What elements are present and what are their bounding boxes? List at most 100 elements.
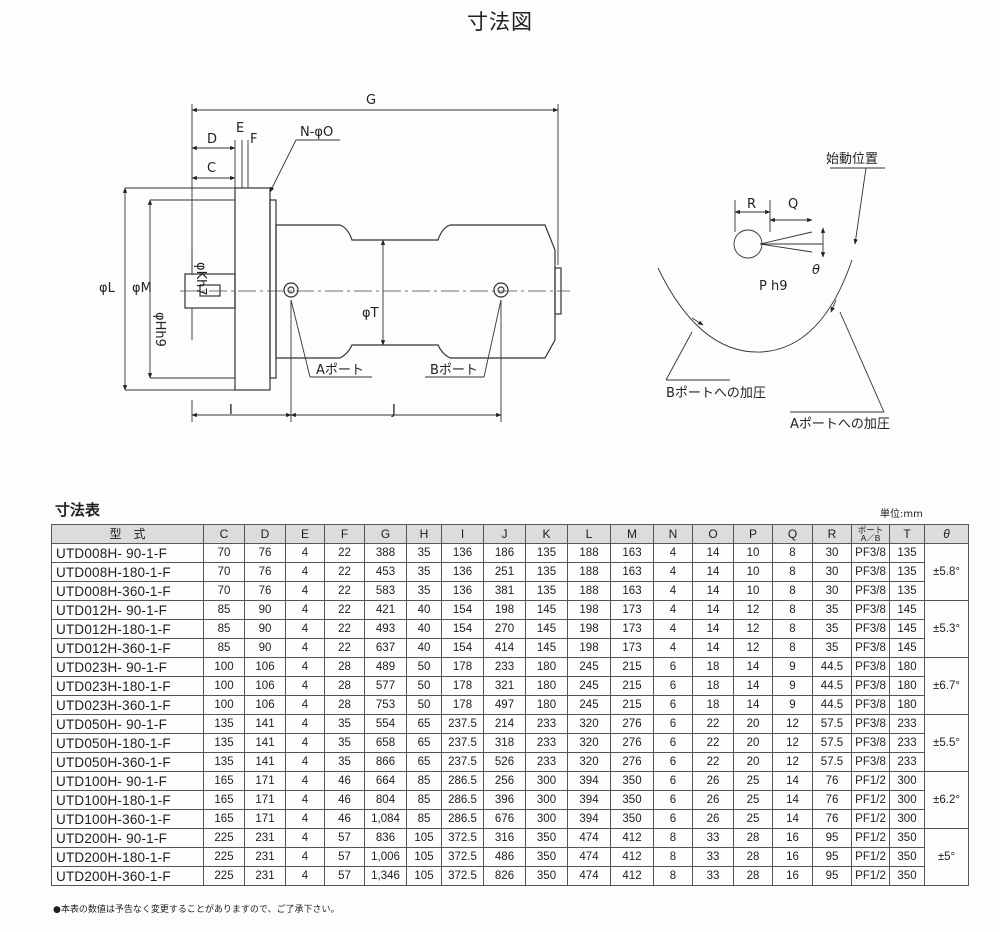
table-cell: 22: [324, 562, 365, 582]
table-cell: 180: [525, 695, 568, 715]
table-cell: 372.5: [441, 847, 484, 867]
table-cell: 14: [692, 600, 734, 620]
table-cell: 6: [653, 714, 693, 734]
flange-hub: [269, 199, 277, 379]
table-cell: 286.5: [441, 771, 484, 791]
table-cell: 350: [525, 866, 568, 886]
table-cell: 173: [610, 619, 654, 639]
table-cell: 173: [610, 638, 654, 658]
table-cell: 554: [364, 714, 407, 734]
table-cell: 57: [324, 828, 365, 848]
table-cell: 14: [733, 657, 773, 677]
table-cell: 394: [567, 790, 611, 810]
table-cell: 4: [653, 581, 693, 601]
table-cell: 231: [244, 866, 286, 886]
rotation-arc: [657, 259, 853, 353]
table-cell: 4: [653, 543, 693, 563]
table-cell: 276: [610, 752, 654, 772]
table-cell: 35: [324, 733, 365, 753]
table-cell: 300: [525, 790, 568, 810]
table-cell: 270: [483, 619, 526, 639]
table-cell: 1,006: [364, 847, 407, 867]
table-cell: 18: [692, 695, 734, 715]
table-cell: 233: [889, 714, 925, 734]
table-cell: 40: [406, 600, 442, 620]
table-cell: 70: [203, 581, 245, 601]
table-cell: 381: [483, 581, 526, 601]
table-cell: 4: [285, 600, 325, 620]
q-label: Q: [788, 197, 798, 212]
table-cell: 145: [889, 619, 925, 639]
table-cell: 76: [812, 771, 852, 791]
table-cell: 33: [692, 847, 734, 867]
table-cell: 320: [567, 714, 611, 734]
table-cell: 251: [483, 562, 526, 582]
table-cell: 350: [610, 809, 654, 829]
table-cell: 350: [610, 771, 654, 791]
table-cell: 44.5: [812, 657, 852, 677]
table-cell: 225: [203, 847, 245, 867]
table-cell: 180: [525, 676, 568, 696]
table-cell: 105: [406, 866, 442, 886]
table-cell: 100: [203, 695, 245, 715]
table-cell: 180: [889, 695, 925, 715]
column-header: I: [441, 524, 484, 544]
table-cell: 165: [203, 790, 245, 810]
table-cell: 57: [324, 847, 365, 867]
table-cell: 135: [889, 543, 925, 563]
table-cell: 154: [441, 619, 484, 639]
table-cell: 4: [285, 847, 325, 867]
table-cell: 105: [406, 847, 442, 867]
page-title: 寸法図: [467, 10, 533, 34]
table-cell: 165: [203, 809, 245, 829]
port-a-label: Aポート: [316, 363, 364, 378]
table-cell: 106: [244, 657, 286, 677]
table-cell: PF3/8: [851, 600, 890, 620]
table-cell: 57: [324, 866, 365, 886]
table-cell: 40: [406, 638, 442, 658]
table-cell: 145: [525, 638, 568, 658]
dim-l-label: φL: [99, 281, 116, 296]
table-cell: 497: [483, 695, 526, 715]
column-header: H: [406, 524, 442, 544]
table-cell: 76: [812, 809, 852, 829]
table-cell: 12: [772, 714, 813, 734]
table-cell: 804: [364, 790, 407, 810]
table-cell: 106: [244, 695, 286, 715]
table-cell: 1,346: [364, 866, 407, 886]
table-cell: 233: [525, 733, 568, 753]
table-cell: 9: [772, 657, 813, 677]
table-cell: 50: [406, 657, 442, 677]
table-cell: 245: [567, 676, 611, 696]
table-cell: 154: [441, 600, 484, 620]
table-cell: 136: [441, 562, 484, 582]
table-cell: 44.5: [812, 676, 852, 696]
table-cell: PF3/8: [851, 638, 890, 658]
table-cell: 350: [889, 828, 925, 848]
table-cell: PF1/2: [851, 809, 890, 829]
table-cell: 9: [772, 676, 813, 696]
cylinder-body: [275, 224, 556, 359]
table-cell: 100: [203, 657, 245, 677]
table-cell: 22: [692, 714, 734, 734]
dim-h-label: φHh9: [152, 312, 167, 347]
table-cell: 198: [567, 619, 611, 639]
table-cell: 233: [889, 752, 925, 772]
table-cell: 173: [610, 600, 654, 620]
table-cell: 4: [285, 695, 325, 715]
table-cell: 8: [772, 638, 813, 658]
table-cell: 300: [889, 771, 925, 791]
table-cell: 4: [653, 638, 693, 658]
table-cell: 233: [525, 752, 568, 772]
table-cell: 318: [483, 733, 526, 753]
table-cell: 214: [483, 714, 526, 734]
table-cell: PF3/8: [851, 562, 890, 582]
table-cell: 350: [610, 790, 654, 810]
table-cell: 35: [406, 562, 442, 582]
table-cell: PF3/8: [851, 676, 890, 696]
table-cell: 225: [203, 828, 245, 848]
table-cell: 1,084: [364, 809, 407, 829]
